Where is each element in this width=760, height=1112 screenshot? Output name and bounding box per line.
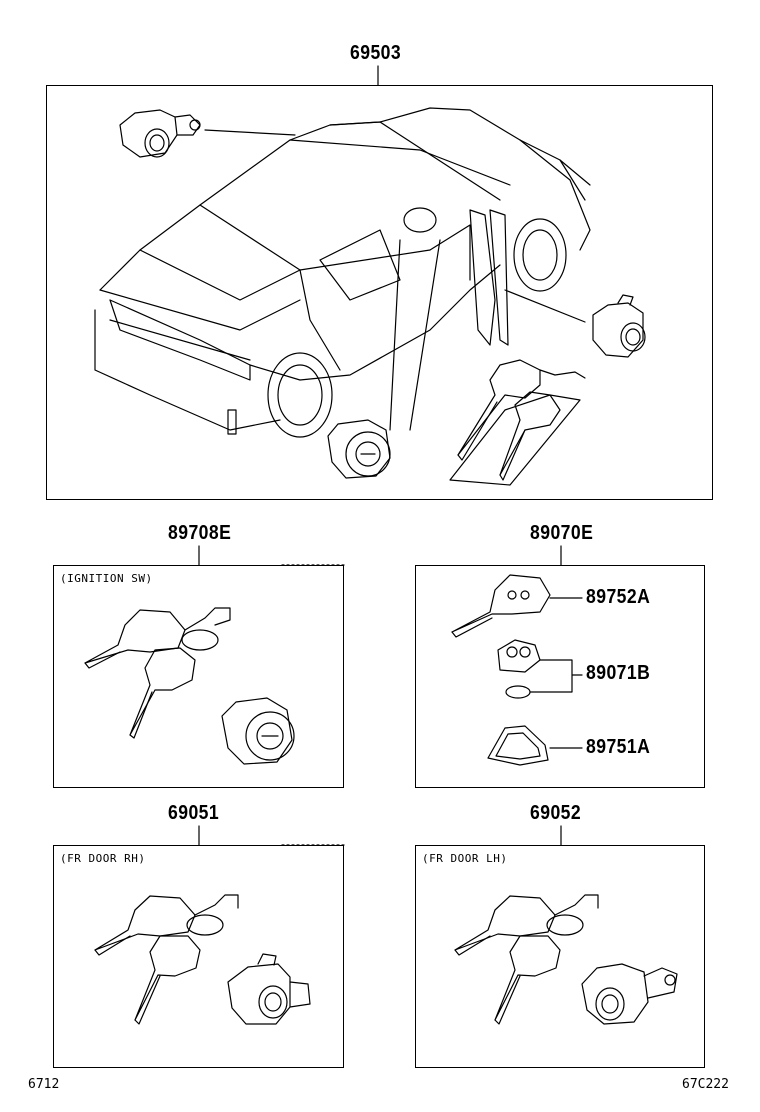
rh-door-cylinder <box>227 953 311 1025</box>
lh-door-cylinder <box>581 963 678 1025</box>
part-number-fr-door-rh-set[interactable]: 69051 <box>168 802 220 824</box>
car-illustration <box>94 107 591 438</box>
footer-left-code: 6712 <box>28 1077 60 1092</box>
part-number-key-blank[interactable]: 89752A <box>586 586 651 608</box>
ignition-note: (IGNITION SW) <box>60 572 153 585</box>
part-number-transmitter-set[interactable]: 89070E <box>530 522 594 544</box>
key-cover-part <box>487 725 549 766</box>
fr-door-rh-note: (FR DOOR RH) <box>60 852 146 865</box>
transmitter-module-part <box>497 639 541 699</box>
ignition-set-frame <box>53 565 344 788</box>
transmitter-set-frame <box>415 565 705 788</box>
part-number-main-assembly[interactable]: 69503 <box>350 42 402 64</box>
door-cylinder-right <box>592 294 646 358</box>
part-number-key-cover[interactable]: 89751A <box>586 736 651 758</box>
footer-right-code: 67C222 <box>682 1077 729 1092</box>
fr-door-rh-frame <box>53 845 344 1068</box>
transmitter-key <box>451 574 551 638</box>
rh-keys <box>94 894 239 1025</box>
part-number-ignition-set[interactable]: 89708E <box>168 522 232 544</box>
part-number-fr-door-lh-set[interactable]: 69052 <box>530 802 582 824</box>
ignition-keys <box>84 607 231 739</box>
ignition-cylinder <box>221 697 295 765</box>
main-assembly-frame <box>46 85 713 500</box>
leader-module <box>529 659 583 693</box>
lh-keys <box>454 894 599 1025</box>
part-number-transmitter-module[interactable]: 89071B <box>586 662 651 684</box>
ignition-cylinder-main <box>327 419 391 479</box>
door-cylinder-rear <box>119 109 201 158</box>
main-keys <box>449 359 586 486</box>
fr-door-lh-note: (FR DOOR LH) <box>422 852 508 865</box>
fr-door-lh-frame <box>415 845 705 1068</box>
